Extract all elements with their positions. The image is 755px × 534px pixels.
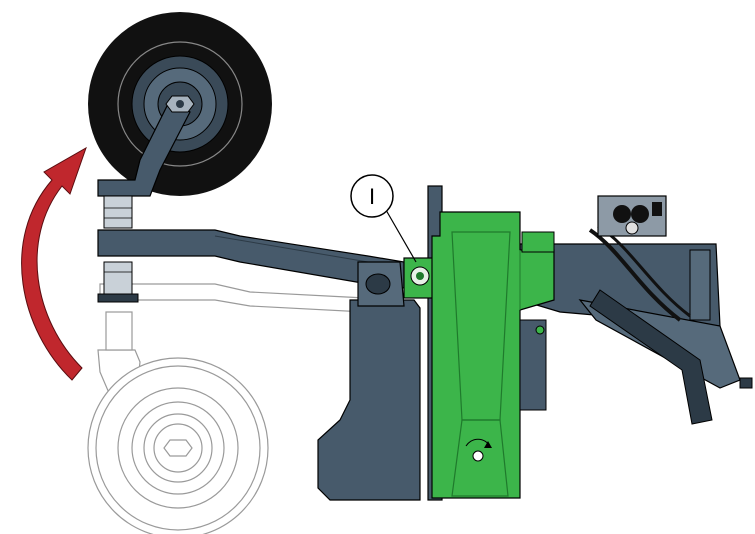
- adjuster-knob: [472, 450, 484, 462]
- rotation-arrow: [21, 146, 87, 381]
- mount-plate: [317, 185, 443, 501]
- raised-fork: [97, 95, 195, 303]
- pivot-pin: [403, 257, 435, 299]
- spindle-collar-bottom: [103, 261, 133, 295]
- rotation-arrow-body: [21, 146, 87, 381]
- callout-i: I: [350, 174, 417, 263]
- rear-frame: [519, 195, 753, 425]
- callout-circle: [350, 174, 394, 218]
- hydraulic-line: [588, 228, 682, 322]
- green-housing: [431, 211, 555, 499]
- mount-plate-body: [317, 299, 421, 501]
- ghost-hub-nut: [163, 439, 193, 457]
- ghost-tire: [87, 357, 269, 534]
- rear-support-rod: [589, 289, 713, 425]
- ghost-wheel-assembly: [87, 283, 366, 534]
- ghost-spindle: [105, 311, 133, 351]
- callout-label: I: [369, 184, 375, 209]
- ghost-arm: [99, 283, 366, 313]
- spindle-collar-top: [103, 195, 133, 229]
- callout-leader: [385, 209, 417, 263]
